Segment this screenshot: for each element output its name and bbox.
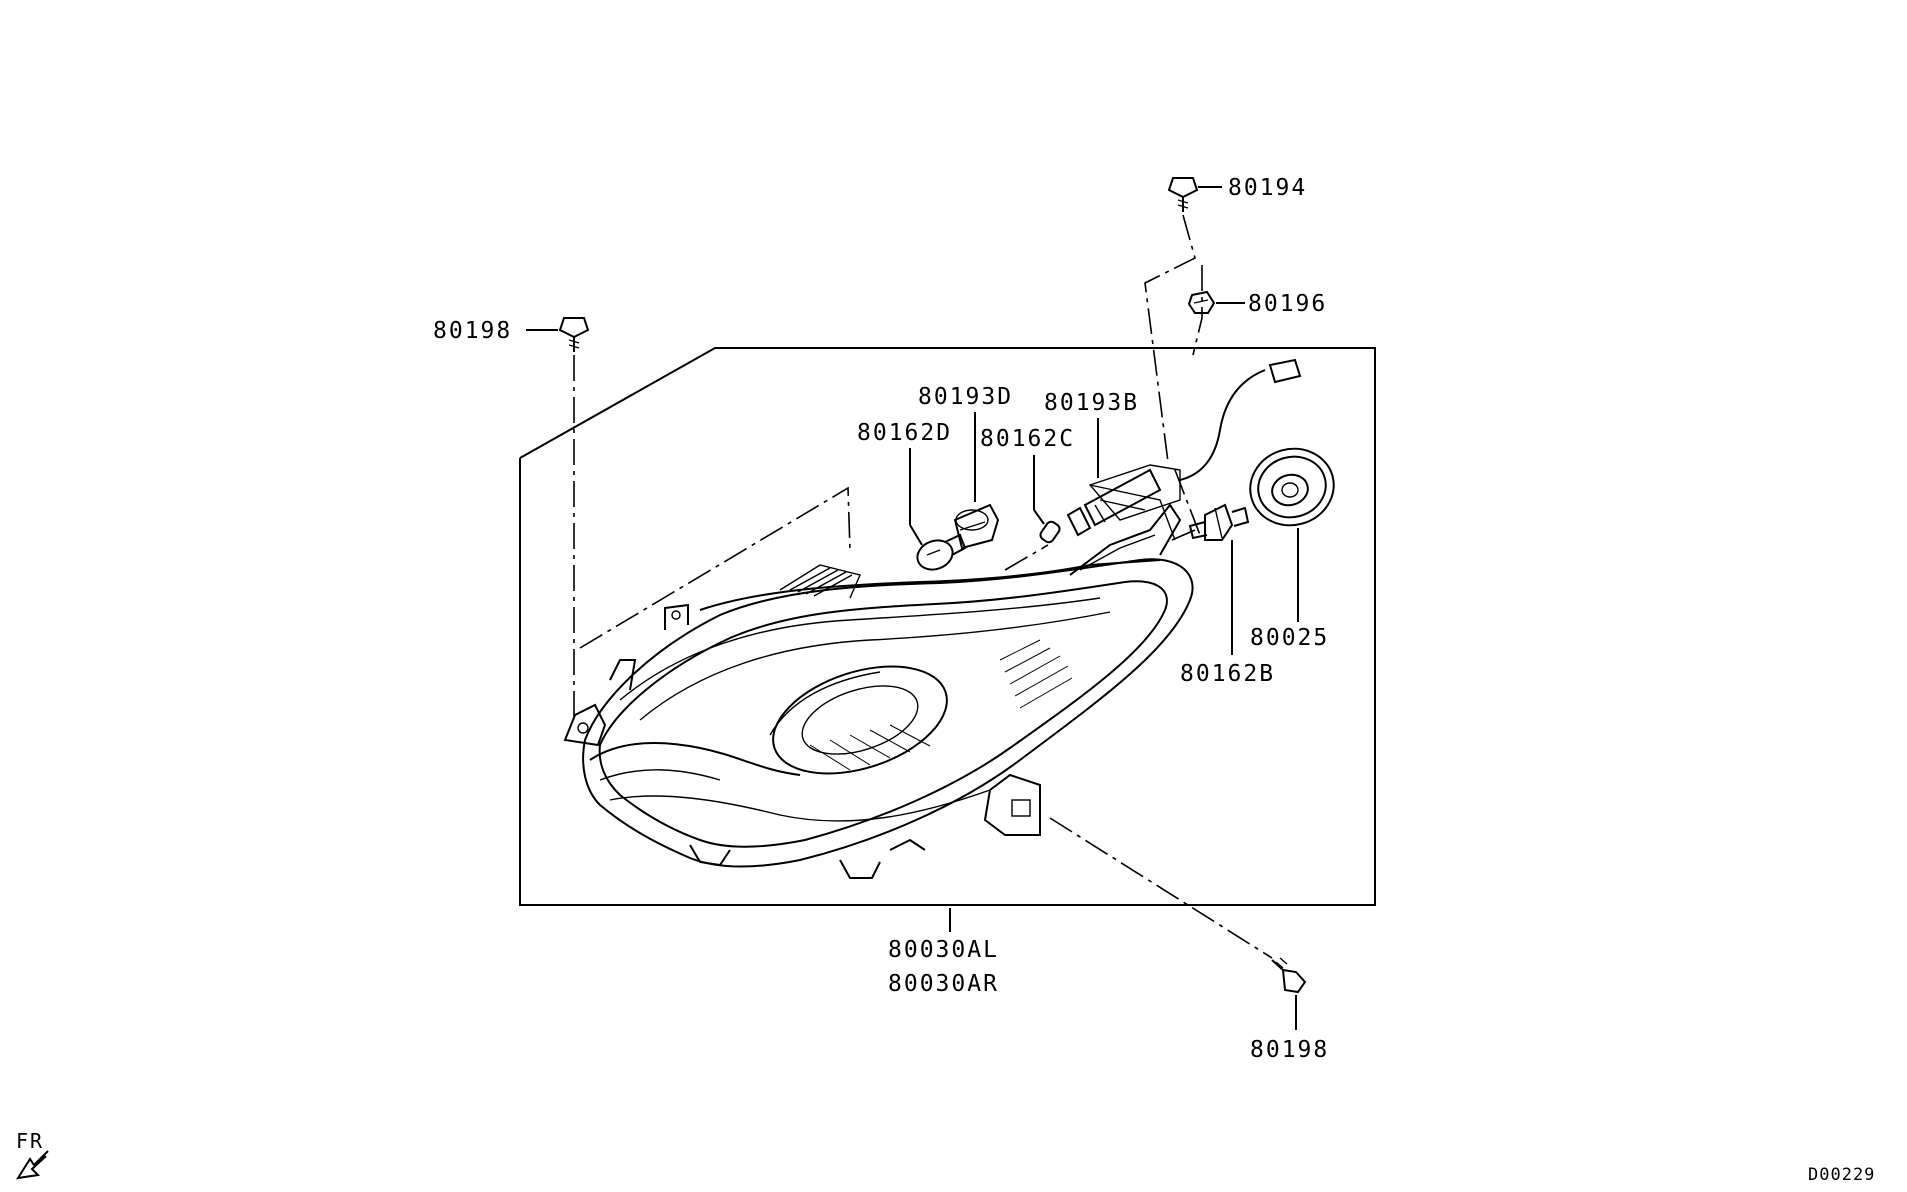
- part-label-80198-top: 80198: [433, 318, 512, 344]
- part-label-80162D: 80162D: [857, 420, 952, 446]
- headlamp-housing: [563, 503, 1194, 879]
- bulb-80162C: [1039, 520, 1061, 544]
- part-label-80030AR: 80030AR: [888, 971, 999, 997]
- socket-80193D: [953, 503, 1000, 550]
- front-indicator-label: FR: [16, 1129, 44, 1153]
- alignment-lines: [573, 214, 1273, 959]
- part-label-80162C: 80162C: [980, 426, 1075, 452]
- assembly-frame: [519, 347, 1376, 906]
- bulb-80162D: [916, 533, 967, 571]
- bolt-80194: [1167, 177, 1199, 212]
- part-label-80193B: 80193B: [1044, 390, 1139, 416]
- diagram-code: D00229: [1808, 1165, 1875, 1185]
- part-labels: 80194 80196 80198 80193D 80193B 80162D 8…: [433, 175, 1329, 1063]
- part-label-80194: 80194: [1228, 175, 1307, 201]
- front-arrow-icon: [15, 1150, 49, 1180]
- part-label-80025: 80025: [1250, 625, 1329, 651]
- front-indicator: FR: [15, 1129, 49, 1180]
- leader-lines: [526, 186, 1299, 1030]
- bolt-80198-bottom: [1271, 957, 1307, 994]
- part-label-80162B: 80162B: [1180, 661, 1275, 687]
- wire-harness: [1088, 358, 1302, 541]
- part-label-80196: 80196: [1248, 291, 1327, 317]
- bolt-80198-top: [558, 317, 590, 352]
- clip-80196: [1187, 290, 1216, 314]
- cap-80025: [1249, 447, 1335, 527]
- part-label-80193D: 80193D: [918, 384, 1013, 410]
- bulb-80162B: [1188, 503, 1250, 541]
- socket-80193B: [1066, 468, 1162, 537]
- part-label-80030AL: 80030AL: [888, 937, 999, 963]
- part-label-80198-bottom: 80198: [1250, 1037, 1329, 1063]
